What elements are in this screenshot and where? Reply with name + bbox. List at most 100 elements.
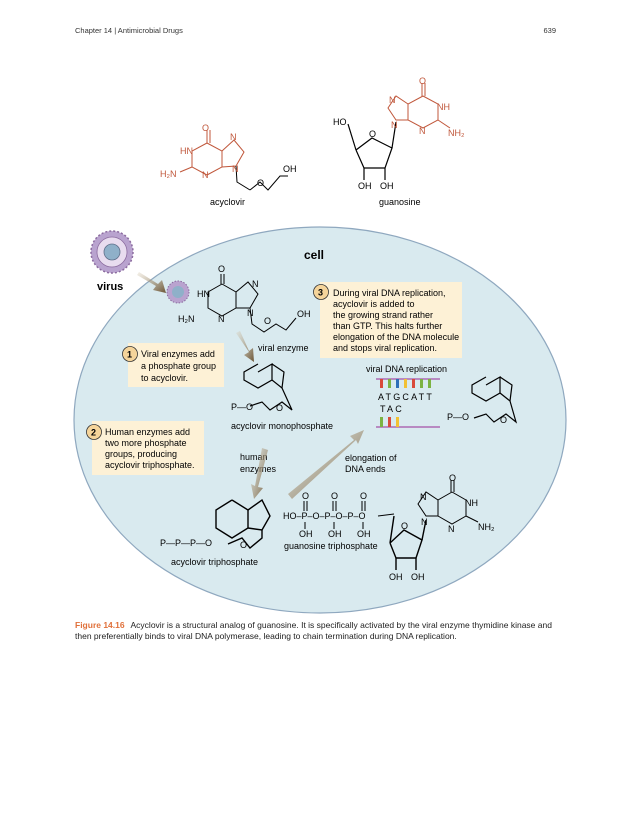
gtp-bonds (303, 501, 395, 529)
chem-p-o: P—O (231, 402, 253, 412)
virus-entry-arrow (137, 272, 166, 293)
step-3-number: 3 (318, 288, 323, 298)
chem-hn: HN (180, 146, 193, 156)
caption-text: Acyclovir is a structural analog of guan… (75, 620, 552, 641)
viral-dna-replication-label: viral DNA replication (366, 364, 447, 374)
chem-ho: HO (333, 117, 347, 127)
chem-o: O (302, 491, 309, 501)
elongation-label: DNA ends (345, 464, 386, 474)
step-2-box (92, 421, 204, 475)
virus-label: virus (97, 281, 123, 293)
chem-nh2: NH₂ (448, 128, 465, 138)
monophosphate-label: acyclovir monophosphate (231, 421, 333, 431)
step-3-line: and stops viral replication. (333, 343, 437, 353)
chem-o: O (449, 473, 456, 483)
chem-p-p-p-o: P—P—P—O (160, 538, 212, 548)
guanosine-triphosphate-label: guanosine triphosphate (284, 541, 378, 551)
acyclovir-cell-structure (207, 274, 297, 333)
chapter-title: Chapter 14 | Antimicrobial Drugs (75, 26, 183, 35)
figure-number: Figure 14.16 (75, 620, 125, 630)
chem-nh2: NH₂ (478, 522, 495, 532)
chem-oh: OH (389, 572, 403, 582)
step-1-line: a phosphate group (141, 361, 216, 371)
dna-top-strand (376, 378, 440, 388)
chem-n: N (419, 126, 426, 136)
chem-hn: HN (197, 289, 210, 299)
dna-bottom-sequence: TAC (380, 404, 404, 414)
viral-enzyme-label: viral enzyme (258, 343, 309, 353)
acyclovir-figure: O HN H₂N N N N O OH acyclovir O NH NH₂ N… (73, 76, 567, 614)
page-header: Chapter 14 | Antimicrobial Drugs 639 (75, 26, 556, 38)
viral-enzyme-arrow (236, 331, 254, 362)
chem-oh: OH (357, 529, 371, 539)
step-2-line: two more phosphate (105, 438, 187, 448)
gtp-phosphate-chain: HO–P–O–P–O–P–O (283, 511, 366, 521)
step-1-badge (122, 346, 138, 362)
guanosine-top-sugar (347, 121, 397, 180)
chem-p-o: P—O (447, 412, 469, 422)
virus-icon (90, 230, 134, 274)
human-enzymes-arrow (251, 448, 268, 499)
gtp-guanine-structure (417, 480, 479, 525)
step-2-badge (86, 424, 102, 440)
chem-o: O (500, 415, 507, 425)
figure-caption: Figure 14.16 Acyclovir is a structural a… (75, 620, 555, 642)
monophosphate-structure (243, 362, 293, 411)
chain-acyclovir-structure (471, 375, 518, 424)
cell-label: cell (304, 248, 324, 262)
acyclovir-label: acyclovir (210, 197, 245, 207)
chem-n: N (420, 492, 427, 502)
chem-h2n: H₂N (160, 169, 177, 179)
chem-oh: OH (299, 529, 313, 539)
step-1-number: 1 (127, 350, 132, 360)
chem-n: N (232, 164, 239, 174)
page-number: 639 (543, 26, 556, 35)
chem-o: O (369, 129, 376, 139)
chem-n: N (421, 517, 428, 527)
elongation-arrow (288, 430, 364, 499)
chem-h2n: H₂N (178, 314, 195, 324)
chem-o: O (240, 540, 247, 550)
step-3-line: acyclovir is added to (333, 299, 415, 309)
step-2-line: groups, producing (105, 449, 177, 459)
step-2-line: acyclovir triphosphate. (105, 460, 195, 470)
chem-o: O (257, 178, 264, 188)
chem-oh: OH (380, 181, 394, 191)
chem-o: O (360, 491, 367, 501)
chem-nh: NH (465, 498, 478, 508)
chem-o: O (264, 316, 271, 326)
chem-oh: OH (283, 164, 297, 174)
chem-oh: OH (297, 309, 311, 319)
step-1-line: Viral enzymes add (141, 349, 215, 359)
dna-top-sequence: ATGCATT (378, 392, 434, 402)
triphosphate-label: acyclovir triphosphate (171, 557, 258, 567)
step-2-number: 2 (91, 428, 96, 438)
chem-o: O (419, 76, 426, 86)
chem-o: O (218, 264, 225, 274)
step-3-line: the growing strand rather (333, 310, 433, 320)
step-3-line: than GTP. This halts further (333, 321, 442, 331)
chem-oh: OH (328, 529, 342, 539)
chem-n: N (247, 308, 254, 318)
step-3-box (320, 282, 462, 358)
gtp-sugar-structure (389, 515, 427, 570)
small-virus-icon (166, 280, 190, 304)
step-3-line: During viral DNA replication, (333, 288, 446, 298)
chem-o: O (401, 521, 408, 531)
step-1-line: to acyclovir. (141, 373, 188, 383)
chem-n: N (391, 120, 398, 130)
chem-n: N (218, 314, 225, 324)
chem-n: N (230, 132, 237, 142)
dna-bottom-strand (376, 417, 440, 428)
step-3-line: elongation of the DNA molecule (333, 332, 459, 342)
chem-o: O (276, 403, 283, 413)
guanosine-label: guanosine (379, 197, 421, 207)
triphosphate-structure (215, 498, 271, 549)
elongation-label: elongation of (345, 453, 397, 463)
chem-n: N (202, 170, 209, 180)
step-3-badge (313, 284, 329, 300)
step-1-box (128, 343, 224, 387)
chem-n: N (389, 95, 396, 105)
chem-nh: NH (437, 102, 450, 112)
chem-n: N (252, 279, 259, 289)
